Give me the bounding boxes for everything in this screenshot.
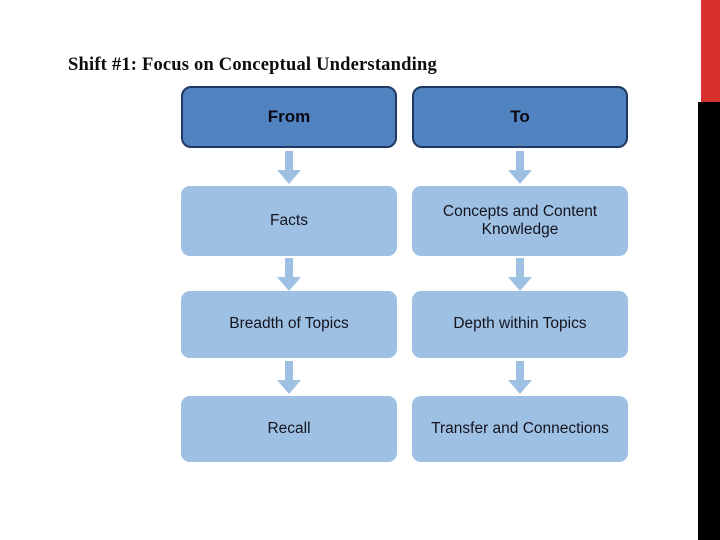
down-arrow-icon [504,151,536,185]
down-arrow-icon [273,151,305,185]
flow-step-box: Concepts and Content Knowledge [412,186,628,256]
page-title: Shift #1: Focus on Conceptual Understand… [68,55,437,75]
down-arrow-icon [273,361,305,395]
flow-step-label: Concepts and Content Knowledge [442,202,598,238]
flow-step-label: Breadth of Topics [229,315,349,333]
flow-header-label-from: From [267,106,311,126]
flow-step-box: Transfer and Connections [412,396,628,462]
flow-step-box: Recall [181,396,397,462]
flow-header-box-to: To [412,86,628,148]
flow-header-box-from: From [181,86,397,148]
flow-step-label: Facts [270,211,308,229]
flow-step-label: Depth within Topics [453,315,587,333]
flow-step-label: Recall [267,419,311,437]
flow-step-box: Breadth of Topics [181,291,397,358]
flow-step-box: Depth within Topics [412,291,628,358]
down-arrow-icon [504,361,536,395]
accent-bar-black [698,102,720,540]
flow-diagram: From Facts Breadth of Topics Recall [181,86,628,462]
flow-step-box: Facts [181,186,397,256]
accent-bar-red [701,0,720,102]
flow-step-label: Transfer and Connections [431,419,609,437]
down-arrow-icon [273,258,305,292]
down-arrow-icon [504,258,536,292]
flow-header-label-to: To [510,106,530,126]
